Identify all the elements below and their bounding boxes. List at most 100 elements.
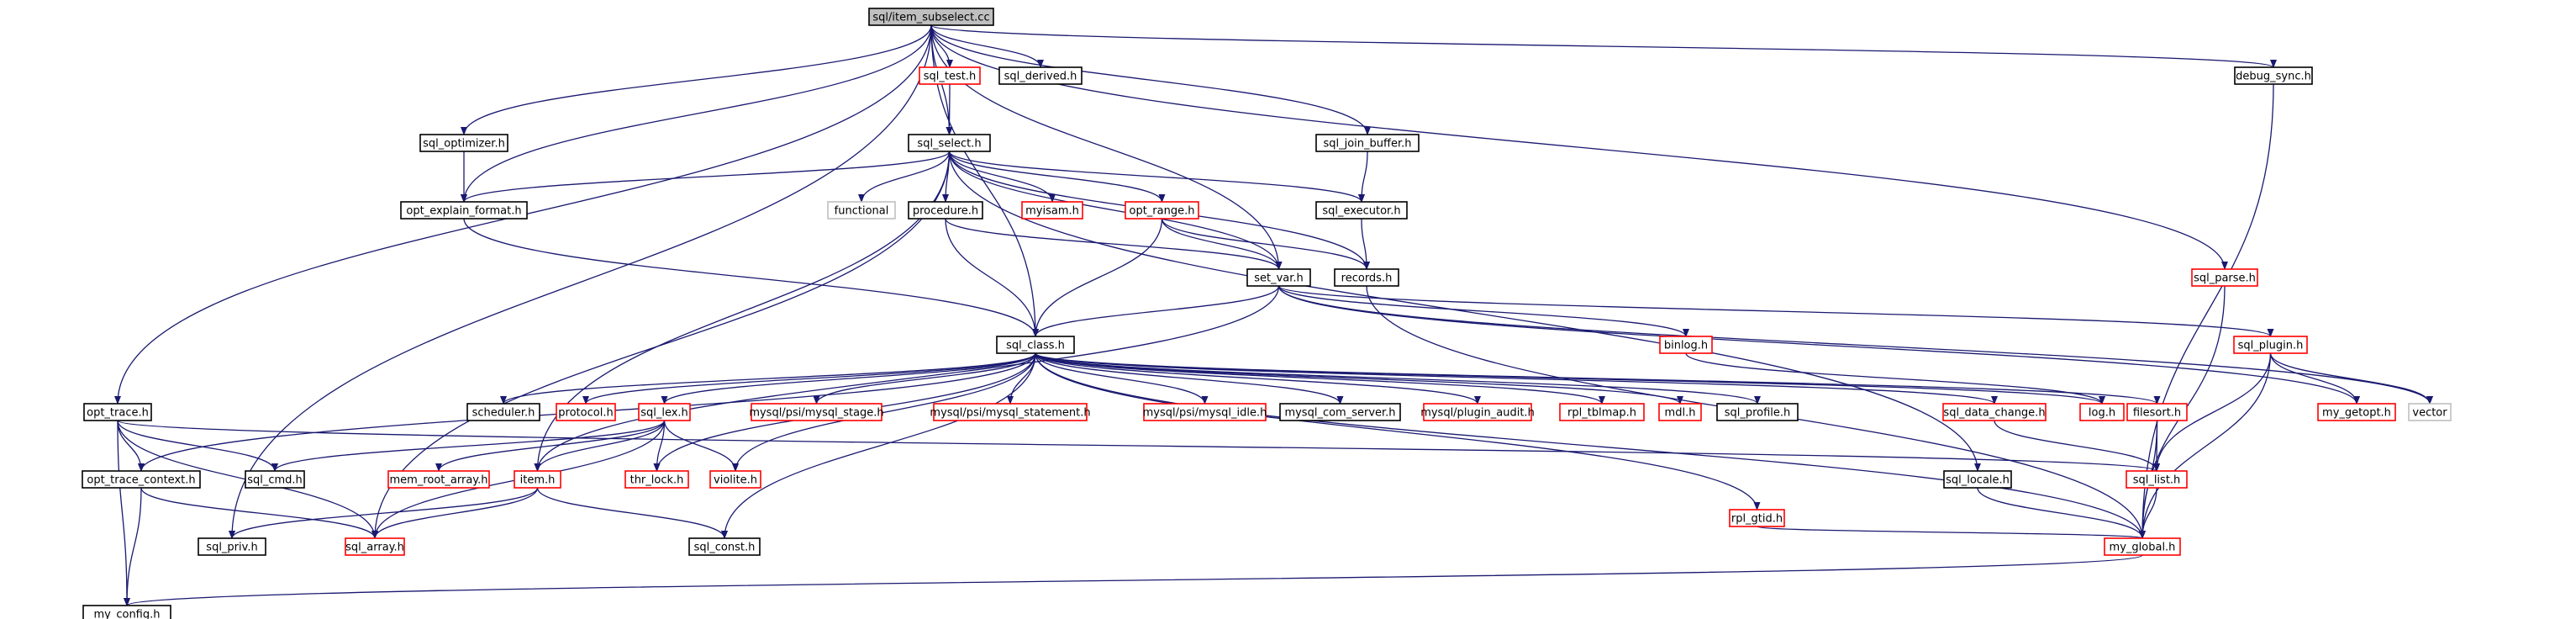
node-sql-executor[interactable]: sql_executor.h (1315, 201, 1408, 220)
node-rpl-gtid[interactable]: rpl_gtid.h (1729, 509, 1785, 527)
node-box (2234, 66, 2313, 85)
node-sql-class[interactable]: sql_class.h (996, 336, 1075, 354)
node-my-getopt[interactable]: my_getopt.h (2317, 403, 2396, 421)
node-label: sql_class.h (1006, 340, 1065, 352)
edge-sql_class-to-mdl (1035, 352, 1683, 405)
node-box (1942, 403, 2047, 421)
edge-sql_class-to-sql_data_change (1035, 352, 1998, 405)
node-box (2104, 537, 2181, 556)
edge-sql_class-to-log (1035, 352, 2105, 405)
node-box (1658, 403, 1702, 421)
edge-sql_class-to-sql_lex (661, 352, 1036, 405)
node-binlog[interactable]: binlog.h (1659, 336, 1713, 354)
node-sql-data-change[interactable]: sql_data_change.h (1942, 403, 2047, 421)
node-sql-priv[interactable]: sql_priv.h (198, 537, 266, 556)
node-label: filesort.h (2133, 407, 2181, 420)
node-mysql-idle[interactable]: mysql/psi/mysql_idle.h (1143, 403, 1267, 421)
node-violite[interactable]: violite.h (709, 470, 761, 489)
edge-root-to-opt_explain_format (461, 24, 932, 203)
node-box (1279, 403, 1401, 421)
node-sql-list[interactable]: sql_list.h (2126, 470, 2188, 489)
node-mem-root-array[interactable]: mem_root_array.h (387, 470, 490, 489)
node-opt-trace[interactable]: opt_trace.h (83, 403, 152, 421)
node-mdl[interactable]: mdl.h (1658, 403, 1702, 421)
node-label: opt_range.h (1130, 205, 1195, 218)
node-sql-derived[interactable]: sql_derived.h (998, 66, 1083, 85)
node-opt-explain-format[interactable]: opt_explain_format.h (400, 201, 528, 220)
edge-opt_trace-to-opt_trace_context (117, 420, 145, 472)
edge-sql_plugin-to-my_getopt (2269, 352, 2360, 405)
node-sql-plugin[interactable]: sql_plugin.h (2233, 336, 2308, 354)
node-sql-optimizer[interactable]: sql_optimizer.h (419, 134, 508, 152)
node-box (868, 8, 994, 26)
node-box (82, 470, 201, 489)
edge-sql_select-to-functional (858, 151, 951, 203)
edge-sql_join_buffer-to-sql_executor (1358, 151, 1368, 203)
node-label: rpl_tblmap.h (1567, 407, 1636, 420)
node-sql-cmd[interactable]: sql_cmd.h (245, 470, 305, 489)
node-log[interactable]: log.h (2079, 403, 2125, 421)
edge-opt_explain_format-to-sql_class (463, 218, 1039, 337)
node-box (1143, 403, 1267, 421)
node-sql-array[interactable]: sql_array.h (345, 537, 405, 556)
node-box (198, 537, 266, 556)
edge-set_var-to-item (534, 285, 1280, 472)
node-opt-range[interactable]: opt_range.h (1125, 201, 1199, 220)
node-sql-locale[interactable]: sql_locale.h (1943, 470, 2012, 489)
node-sql-join-buffer[interactable]: sql_join_buffer.h (1315, 134, 1420, 152)
edge-sql_lex-to-thr_lock (653, 420, 666, 472)
edge-my_global-to-my_config (124, 554, 2143, 606)
node-set-var[interactable]: set_var.h (1246, 268, 1311, 287)
node-procedure[interactable]: procedure.h (908, 201, 983, 220)
node-my-config[interactable]: my_config.h (82, 605, 171, 619)
node-box (919, 66, 981, 85)
node-sql-test[interactable]: sql_test.h (919, 66, 981, 85)
node-records[interactable]: records.h (1334, 268, 1399, 287)
edge-sql_class-to-sql_const (721, 352, 1036, 539)
node-protocol[interactable]: protocol.h (556, 403, 616, 421)
node-item[interactable]: item.h (514, 470, 561, 489)
node-box (908, 201, 983, 220)
edge-sql_select-to-opt_explain_format (461, 151, 951, 203)
node-mysql-statement[interactable]: mysql/psi/mysql_statement.h (930, 403, 1091, 421)
node-rpl-tblmap[interactable]: rpl_tblmap.h (1559, 403, 1645, 421)
node-opt-trace-context[interactable]: opt_trace_context.h (82, 470, 201, 489)
node-functional: functional (827, 201, 896, 220)
node-label: opt_trace_context.h (87, 474, 195, 487)
node-label: sql_cmd.h (247, 474, 303, 487)
node-vector: vector (2408, 403, 2452, 421)
edge-binlog-to-log (1685, 352, 2105, 405)
node-box (2317, 403, 2396, 421)
node-box (996, 336, 1075, 354)
edge-sql_list-to-my_global (2139, 487, 2157, 539)
node-my-global[interactable]: my_global.h (2104, 537, 2181, 556)
node-label: mysql/plugin_audit.h (1420, 407, 1535, 420)
edge-opt_trace_context-to-my_config (124, 487, 142, 606)
node-mysql-com-server[interactable]: mysql_com_server.h (1279, 403, 1401, 421)
edge-sql_locale-to-my_global (1977, 487, 2146, 539)
edge-procedure-to-set_var (945, 218, 1283, 270)
edge-opt_range-to-set_var (1161, 218, 1283, 270)
node-box (638, 403, 691, 421)
node-label: my_config.h (93, 609, 160, 619)
edge-sql_lex-to-sql_cmd (271, 420, 666, 472)
node-sql-lex[interactable]: sql_lex.h (638, 403, 691, 421)
node-box (1423, 403, 1532, 421)
node-scheduler[interactable]: scheduler.h (466, 403, 540, 421)
node-filesort[interactable]: filesort.h (2126, 403, 2188, 421)
node-box (2079, 403, 2125, 421)
node-thr-lock[interactable]: thr_lock.h (624, 470, 689, 489)
node-mysql-stage[interactable]: mysql/psi/mysql_stage.h (749, 403, 884, 421)
node-plugin-audit[interactable]: mysql/plugin_audit.h (1420, 403, 1535, 421)
node-sql-select[interactable]: sql_select.h (908, 134, 991, 152)
edge-item-to-sql_priv (229, 487, 539, 539)
node-sql-profile[interactable]: sql_profile.h (1716, 403, 1799, 421)
edge-set_var-to-sql_class (1032, 285, 1280, 337)
edge-sql_select-to-sql_locale (948, 151, 1981, 472)
node-sql-const[interactable]: sql_const.h (688, 537, 761, 556)
node-myisam[interactable]: myisam.h (1021, 201, 1083, 220)
node-sql-parse[interactable]: sql_parse.h (2191, 268, 2258, 287)
node-debug-sync[interactable]: debug_sync.h (2234, 66, 2313, 85)
edge-opt_trace-to-sql_list (117, 420, 2160, 472)
